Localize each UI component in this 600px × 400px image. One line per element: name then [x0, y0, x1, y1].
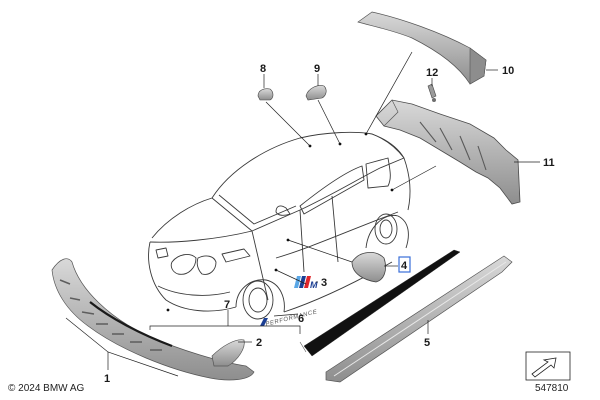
callout-5: 5 — [424, 337, 430, 349]
callout-6: 6 — [298, 313, 304, 325]
callout-9: 9 — [314, 63, 320, 75]
part-antenna-cover-9 — [305, 85, 327, 101]
part-antenna-cover-8 — [257, 88, 274, 101]
callout-11: 11 — [543, 157, 555, 169]
part-side-stripe — [299, 249, 461, 357]
callout-4: 4 — [401, 260, 408, 272]
nav-arrow-icon — [525, 351, 571, 381]
callout-8: 8 — [260, 63, 266, 75]
callout-7: 7 — [224, 299, 230, 311]
part-roof-spoiler — [357, 11, 487, 85]
callout-10: 10 — [502, 65, 514, 77]
part-side-skirt — [325, 255, 513, 383]
car-outline — [148, 131, 411, 320]
callout-4-highlight: 4 — [398, 256, 411, 273]
leader-lines — [65, 51, 540, 377]
part-rear-diffuser — [375, 99, 521, 205]
callout-12: 12 — [426, 67, 438, 79]
part-canard — [211, 339, 245, 367]
m-badge-letter: M — [310, 280, 318, 290]
part-mirror-cap — [351, 252, 386, 283]
badge-stripe-light-blue — [294, 276, 301, 288]
part-front-splitter — [51, 258, 255, 381]
callout-3: 3 — [321, 277, 327, 289]
callout-1: 1 — [104, 373, 110, 385]
callout-2: 2 — [256, 337, 262, 349]
leader-dots — [166, 132, 394, 312]
part-performance-lettering: PERFORMANCE — [260, 309, 319, 328]
copyright-text: © 2024 BMW AG — [8, 383, 85, 394]
badge-stripe-red — [304, 276, 311, 288]
part-fastener — [427, 83, 437, 102]
reference-number: 547810 — [535, 383, 569, 394]
performance-lettering-text: PERFORMANCE — [265, 309, 319, 328]
part-m-emblem: M — [294, 276, 318, 290]
